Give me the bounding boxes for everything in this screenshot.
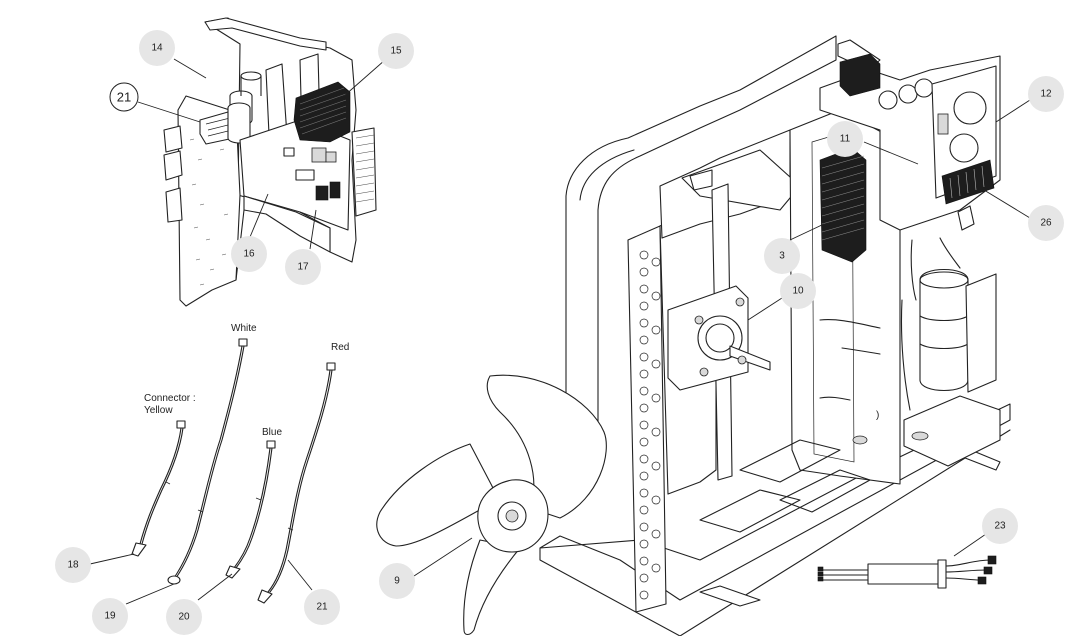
callout-ring-21: 21 [109, 82, 139, 112]
callout-17: 17 [285, 249, 321, 285]
leader-lines [89, 58, 1031, 605]
callout-12: 12 [1028, 76, 1064, 112]
callout-23: 23 [982, 508, 1018, 544]
svg-text:16: 16 [243, 249, 255, 260]
svg-text:21: 21 [316, 602, 328, 613]
callout-16: 16 [231, 236, 267, 272]
callout-9: 9 [379, 563, 415, 599]
callout-26: 26 [1028, 205, 1064, 241]
wire-label-white: White [231, 323, 257, 334]
fan-blade [376, 374, 607, 636]
svg-text:19: 19 [104, 611, 116, 622]
wire-label-red: Red [331, 342, 349, 353]
callout-10: 10 [780, 273, 816, 309]
svg-text:10: 10 [792, 286, 804, 297]
coil-hairpins [639, 250, 661, 600]
wire-label-blue: Blue [262, 427, 282, 438]
svg-text:14: 14 [151, 43, 163, 54]
callout-15: 15 [378, 33, 414, 69]
svg-text:3: 3 [779, 251, 785, 262]
svg-text:21: 21 [117, 90, 131, 105]
svg-text:15: 15 [390, 46, 402, 57]
svg-text:23: 23 [994, 521, 1006, 532]
svg-text:12: 12 [1040, 89, 1052, 100]
wire-label-connector-color: Yellow [144, 405, 173, 416]
callout-21: 21 [304, 589, 340, 625]
callout-20: 20 [166, 599, 202, 635]
callout-3: 3 [764, 238, 800, 274]
svg-text:17: 17 [297, 262, 309, 273]
wire-harness [817, 555, 997, 589]
svg-text:20: 20 [178, 612, 190, 623]
callout-19: 19 [92, 598, 128, 634]
svg-text:): ) [876, 410, 879, 421]
svg-text:9: 9 [394, 576, 400, 587]
svg-text:11: 11 [840, 134, 851, 145]
wire-label-connector: Connector : [144, 393, 196, 404]
callout-11: 11 [827, 121, 863, 157]
svg-text:26: 26 [1040, 218, 1052, 229]
electrical-box-assembly [163, 17, 377, 307]
callout-18: 18 [55, 547, 91, 583]
outdoor-unit-chassis: ) [539, 35, 1011, 636]
callout-14: 14 [139, 30, 175, 66]
svg-text:18: 18 [67, 560, 79, 571]
sensor-wires [131, 338, 336, 604]
